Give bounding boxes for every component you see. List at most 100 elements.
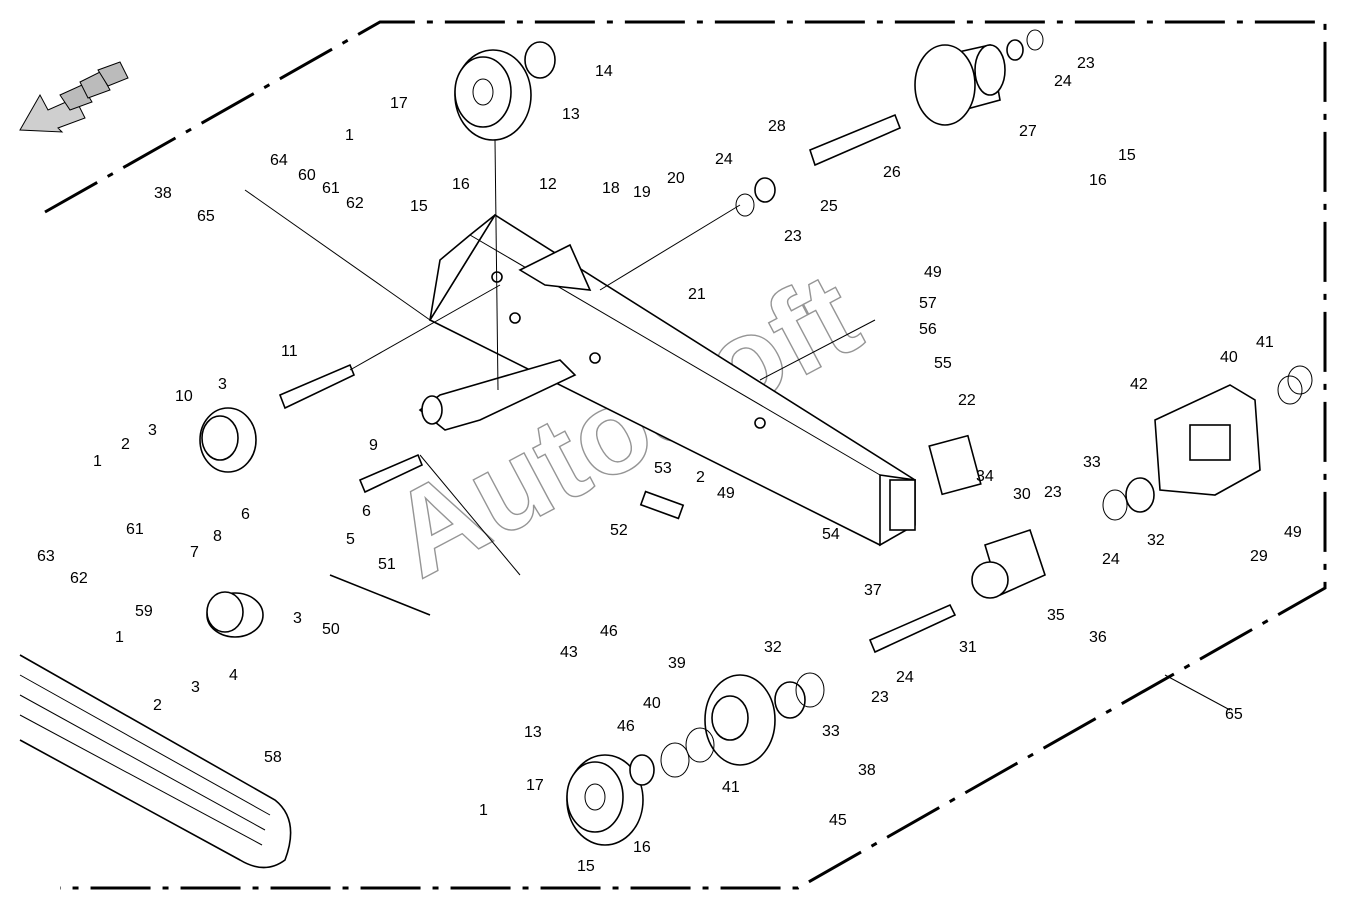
pulley-top <box>454 41 556 141</box>
callout-15-right: 15 <box>1118 147 1136 164</box>
callout-22: 22 <box>958 392 976 409</box>
callout-24-b: 24 <box>1054 73 1072 90</box>
callout-25: 25 <box>820 198 838 215</box>
shaft-31 <box>868 603 957 654</box>
callout-32-mid: 32 <box>764 639 782 656</box>
callout-24-d: 24 <box>896 669 914 686</box>
spring-52 <box>639 490 685 520</box>
callout-49: 50 <box>322 621 340 638</box>
rod-50 <box>329 574 431 616</box>
gearbox-42 <box>1154 384 1261 496</box>
pulley-10 <box>199 407 257 473</box>
callout-54: 55 <box>934 355 952 372</box>
pulley-bottom <box>566 754 655 846</box>
callout-12: 12 <box>539 176 557 193</box>
callout-46: 45 <box>829 812 847 829</box>
callout-1-a: 1 <box>93 453 102 470</box>
callout-19: 19 <box>633 184 651 201</box>
callout-24-c: 24 <box>1102 551 1120 568</box>
callout-34: 34 <box>976 468 994 485</box>
callout-51: 52 <box>610 522 628 539</box>
callout-6-b: 6 <box>362 503 371 520</box>
callout-45: 46 <box>600 623 618 640</box>
callout-20: 20 <box>667 170 685 187</box>
callout-26: 26 <box>883 164 901 181</box>
callout-52: 53 <box>654 460 672 477</box>
hub-27 <box>914 44 1006 126</box>
callout-23-c: 23 <box>1044 484 1062 501</box>
callout-55: 56 <box>919 321 937 338</box>
callout-31: 31 <box>959 639 977 656</box>
callout-1-top: 1 <box>345 127 354 144</box>
shaft-11 <box>278 363 356 410</box>
ring-set <box>660 29 1313 778</box>
callout-30: 30 <box>1013 486 1031 503</box>
callout-5: 5 <box>346 531 355 548</box>
callout-62: 63 <box>37 548 55 565</box>
callout-13-bottom: 13 <box>524 724 542 741</box>
flange-39 <box>704 674 776 766</box>
callout-36: 36 <box>1089 629 1107 646</box>
callout-2-c: 2 <box>153 697 162 714</box>
callout-15-top: 15 <box>410 198 428 215</box>
callout-32-right: 32 <box>1147 532 1165 549</box>
callout-21: 21 <box>688 286 706 303</box>
callout-1-b: 1 <box>115 629 124 646</box>
leader-lines <box>244 139 1231 711</box>
callout-56: 57 <box>919 295 937 312</box>
callout-39: 39 <box>668 655 686 672</box>
callout-23-a: 23 <box>784 228 802 245</box>
callout-3-a: 3 <box>218 376 227 393</box>
callout-4: 4 <box>229 667 238 684</box>
callout-33-mid: 33 <box>822 723 840 740</box>
callout-11: 11 <box>281 343 298 360</box>
callout-38-bottom: 38 <box>858 762 876 779</box>
direction-arrow-icon <box>19 61 129 133</box>
belt-57 <box>19 654 292 869</box>
housing-30 <box>971 528 1046 599</box>
callout-35: 35 <box>1047 607 1065 624</box>
callout-18: 18 <box>602 180 620 197</box>
callout-3-b: 3 <box>148 422 157 439</box>
callout-7: 7 <box>190 544 199 561</box>
callout-16-top: 16 <box>452 176 470 193</box>
assembly-boundary <box>44 20 1327 890</box>
callout-14: 14 <box>595 63 613 80</box>
callout-15-bottom: 15 <box>577 858 595 875</box>
callout-41-right: 41 <box>1256 334 1274 351</box>
callout-24-a: 24 <box>715 151 733 168</box>
callout-29: 29 <box>1250 548 1268 565</box>
callout-42: 42 <box>1130 376 1148 393</box>
callout-65: 65 <box>1225 706 1243 723</box>
tension-arm <box>418 359 577 431</box>
callout-17-bottom: 17 <box>526 777 544 794</box>
callout-8: 8 <box>213 528 222 545</box>
callout-53: 54 <box>822 526 840 543</box>
callout-47: 46 <box>617 718 635 735</box>
callout-48-right: 49 <box>1284 524 1302 541</box>
callout-61-left: 62 <box>70 570 88 587</box>
callout-40-right: 40 <box>1220 349 1238 366</box>
callout-61-top: 62 <box>346 195 364 212</box>
callout-10: 10 <box>175 388 193 405</box>
callout-3-d: 3 <box>191 679 200 696</box>
callout-23-b: 23 <box>1077 55 1095 72</box>
callout-17-top: 17 <box>390 95 408 112</box>
callout-59: 60 <box>298 167 316 184</box>
callout-2-a: 2 <box>121 436 130 453</box>
callout-40-bottom: 40 <box>643 695 661 712</box>
main-frame <box>428 213 917 547</box>
callout-37: 37 <box>864 582 882 599</box>
callout-2-b: 2 <box>696 469 705 486</box>
shaft-26 <box>809 113 902 167</box>
callout-1-bottom: 1 <box>479 802 488 819</box>
callout-27: 27 <box>1019 123 1037 140</box>
callout-16-bottom: 16 <box>633 839 651 856</box>
callout-3-c: 3 <box>293 610 302 627</box>
callout-58: 59 <box>135 603 153 620</box>
callout-57: 58 <box>264 749 282 766</box>
callout-6-a: 6 <box>241 506 250 523</box>
callout-64: 65 <box>197 208 215 225</box>
callout-50: 51 <box>378 556 396 573</box>
